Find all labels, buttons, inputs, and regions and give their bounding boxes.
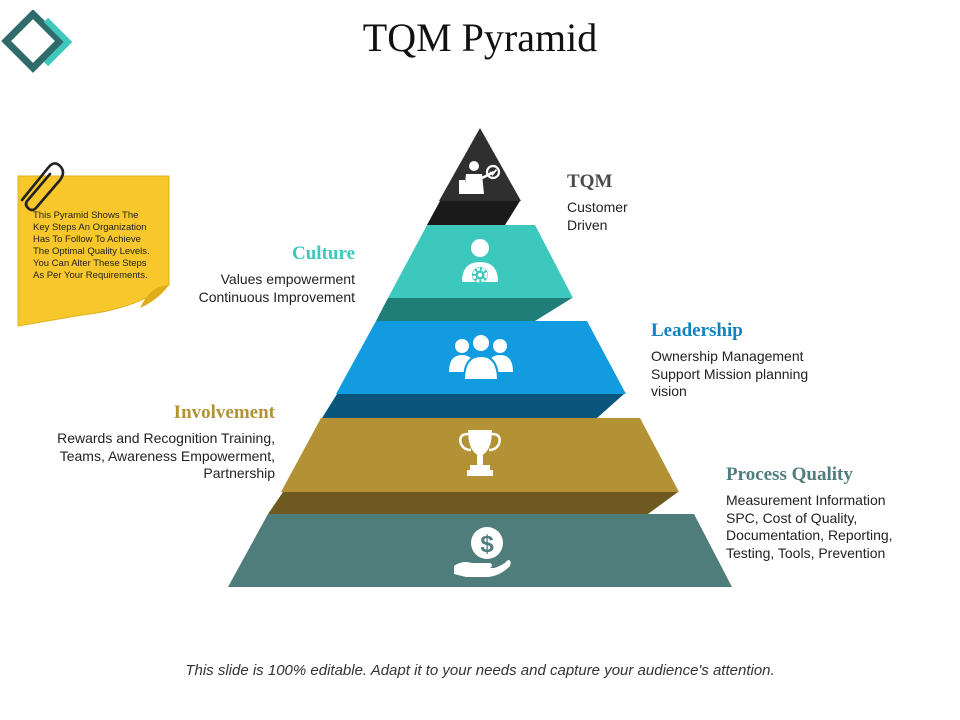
label-process-quality-line-4: Testing, Tools, Prevention — [726, 544, 886, 561]
label-leadership-line-3: vision — [651, 383, 687, 399]
label-process-quality-line-1: Measurement Information — [726, 492, 886, 508]
level-1-connector — [427, 201, 520, 225]
label-tqm-line-1: Customer — [567, 199, 628, 215]
svg-text:$: $ — [480, 531, 494, 558]
level-4-connector — [268, 492, 678, 514]
money-hand-icon: $ — [454, 527, 511, 577]
label-culture: Culture Values empowerment Continuous Im… — [150, 243, 355, 306]
label-tqm-line-2: Driven — [567, 216, 608, 233]
level-2-connector — [376, 298, 572, 321]
person-gear-icon — [462, 239, 498, 283]
label-involvement: Involvement Rewards and Recognition Trai… — [30, 402, 275, 483]
paperclip-icon — [20, 162, 65, 212]
page-title: TQM Pyramid — [362, 15, 598, 60]
presenter-icon — [459, 161, 501, 194]
team-icon — [449, 333, 513, 381]
label-leadership-line-2: Support Mission planning — [651, 365, 809, 382]
label-process-quality-line-2: SPC, Cost of Quality, — [726, 509, 858, 526]
label-leadership-line-1: Ownership Management — [651, 348, 804, 364]
label-culture-line-2: Continuous Improvement — [198, 288, 355, 305]
label-leadership: Leadership Ownership Management Support … — [651, 320, 871, 401]
label-tqm-heading: TQM — [567, 171, 613, 192]
footer-caption: This slide is 100% editable. Adapt it to… — [185, 662, 775, 679]
trophy-icon — [459, 430, 501, 476]
label-leadership-heading: Leadership — [651, 320, 743, 341]
diamond-logo-icon — [1, 10, 73, 73]
label-involvement-heading: Involvement — [173, 402, 275, 423]
sticky-note — [17, 162, 170, 327]
label-tqm: TQM Customer Driven — [567, 171, 747, 234]
label-culture-heading: Culture — [292, 243, 355, 264]
level-3-connector — [322, 394, 624, 418]
label-involvement-line-3: Partnership — [203, 465, 275, 481]
note-text: This Pyramid Shows The Key Steps An Orga… — [33, 210, 150, 281]
label-process-quality: Process Quality Measurement Information … — [726, 464, 946, 562]
label-process-quality-heading: Process Quality — [726, 464, 853, 485]
label-involvement-line-2: Teams, Awareness Empowerment, — [59, 447, 275, 464]
label-involvement-line-1: Rewards and Recognition Training, — [57, 430, 275, 446]
label-culture-line-1: Values empowerment — [220, 271, 355, 287]
label-process-quality-line-3: Documentation, Reporting, — [726, 527, 893, 543]
pyramid-level-culture — [388, 225, 573, 298]
